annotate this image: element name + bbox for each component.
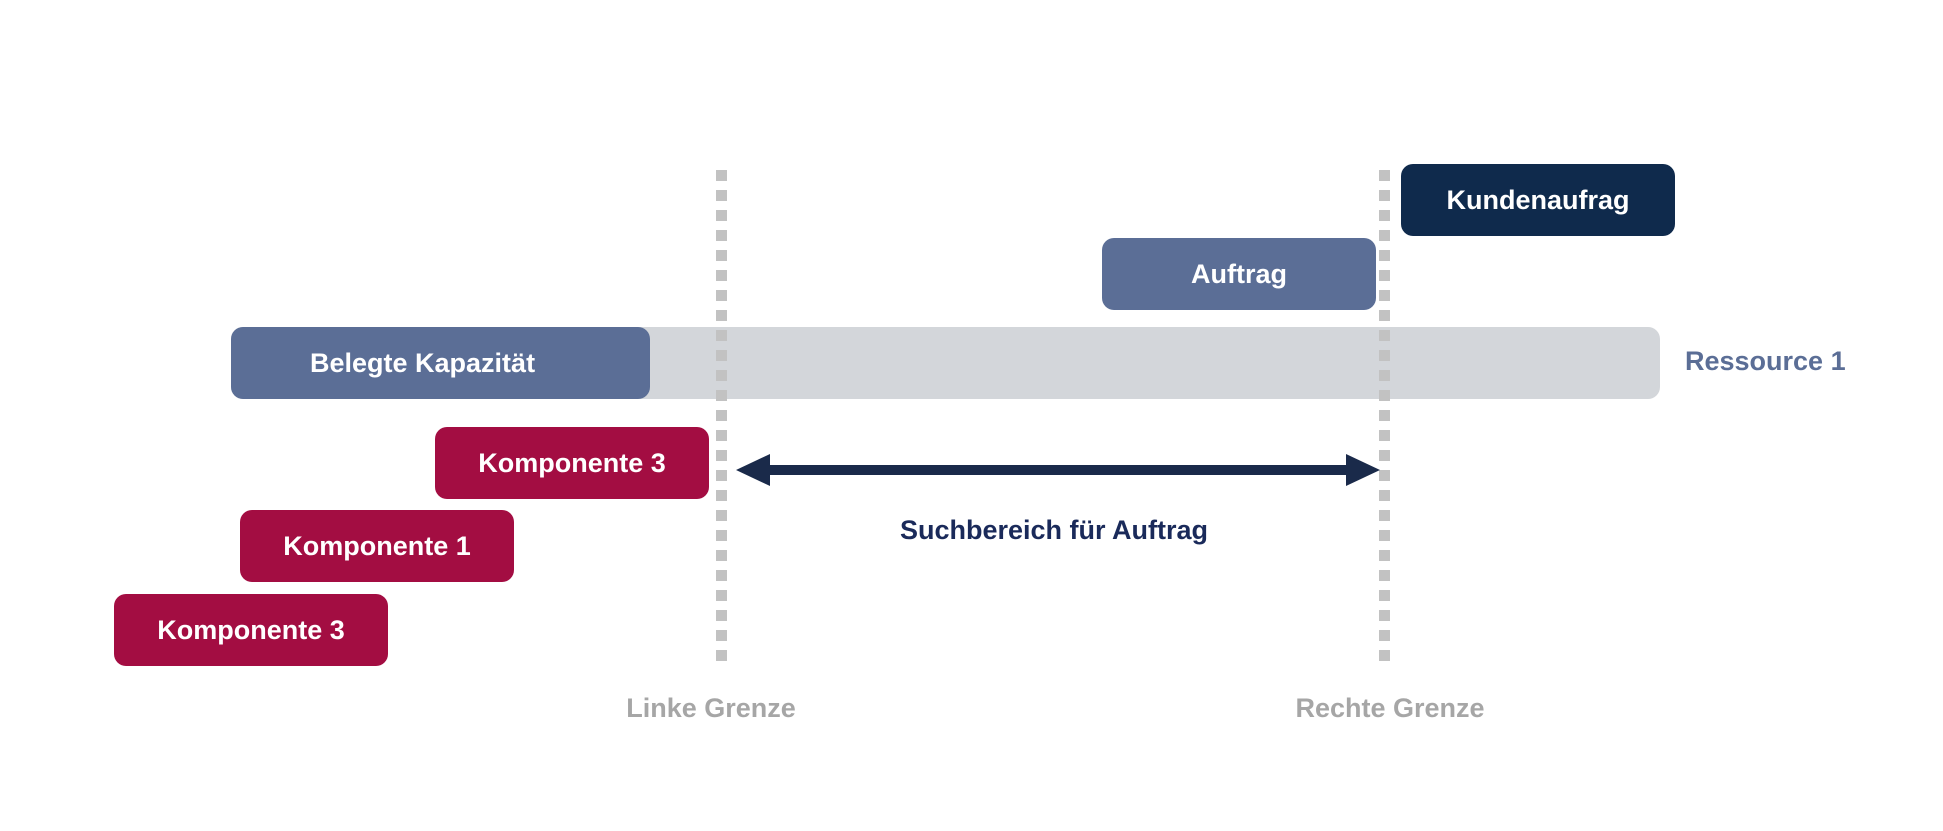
order-label: Auftrag <box>1191 258 1287 289</box>
arrow-right-head <box>1346 454 1380 486</box>
component-block: Komponente 3 <box>435 427 709 499</box>
right-boundary-line <box>1379 170 1390 670</box>
left-boundary-label: Linke Grenze <box>626 693 796 723</box>
customer-order-block: Kundenaufrag <box>1401 164 1675 236</box>
component-block: Komponente 3 <box>114 594 388 666</box>
search-range-arrow <box>736 454 1380 486</box>
component-block: Komponente 1 <box>240 510 514 582</box>
occupied-capacity-block: Belegte Kapazität <box>231 327 650 399</box>
customer-order-label: Kundenaufrag <box>1446 184 1630 215</box>
order-block: Auftrag <box>1102 238 1376 310</box>
resource-name-label: Ressource 1 <box>1685 346 1846 376</box>
arrow-left-head <box>736 454 770 486</box>
component-label: Komponente 1 <box>283 530 471 561</box>
search-range-label: Suchbereich für Auftrag <box>899 515 1209 545</box>
occupied-capacity-label: Belegte Kapazität <box>310 347 536 378</box>
component-label: Komponente 3 <box>157 614 345 645</box>
component-label: Komponente 3 <box>478 447 666 478</box>
right-boundary-label: Rechte Grenze <box>1295 693 1485 723</box>
arrow-shaft <box>766 465 1350 475</box>
left-boundary-line <box>716 170 727 670</box>
